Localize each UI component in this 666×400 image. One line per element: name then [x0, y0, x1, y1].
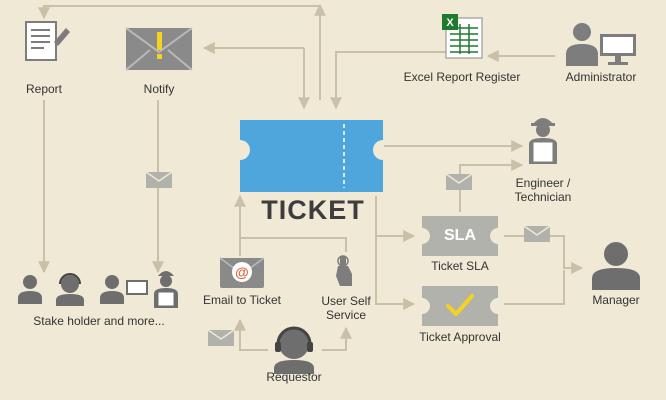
- approval-badge: [422, 286, 498, 326]
- check-icon: [446, 294, 474, 316]
- stakeholder-desk-icon: [100, 275, 148, 304]
- sla-badge: [422, 216, 498, 256]
- user-self-service-label-line2: Service: [325, 308, 366, 322]
- connectors: [38, 3, 584, 351]
- email-to-ticket-label: Email to Ticket: [202, 293, 282, 307]
- user-self-service-label-line1: User Self: [321, 294, 371, 308]
- engineer-icon: [529, 118, 557, 164]
- administrator-label: Administrator: [565, 70, 637, 84]
- self-service-hand-icon: [336, 255, 352, 286]
- document-icon: [25, 21, 70, 61]
- connector-sla-to-engineer: [459, 159, 524, 212]
- stakeholder-worker-icon: [154, 271, 178, 308]
- requestor-label: Requestor: [266, 370, 322, 384]
- ticket-title: TICKET: [261, 195, 365, 225]
- engineer-label-line1: Engineer /: [515, 176, 571, 190]
- manager-icon: [592, 242, 640, 290]
- ticket-shape: [240, 120, 383, 192]
- manager-label: Manager: [592, 293, 640, 307]
- stakeholder-headset-icon: [56, 273, 84, 306]
- notify-label: Notify: [143, 82, 175, 96]
- connector-selfservice-to-ticket: [240, 237, 347, 252]
- email-at-icon: @: [219, 257, 265, 288]
- mail-icon: [145, 171, 173, 188]
- mail-icon: [207, 329, 235, 346]
- administrator-icon: [566, 23, 636, 66]
- svg-text:X: X: [446, 17, 454, 29]
- stakeholder-icons: [18, 271, 178, 308]
- mail-icon: [523, 225, 551, 242]
- svg-text:@: @: [235, 264, 249, 280]
- requestor-headset-icon: [274, 326, 314, 374]
- sla-badge-text: SLA: [444, 227, 476, 244]
- notify-envelope-icon: [125, 27, 193, 71]
- ticket-approval-label: Ticket Approval: [419, 330, 501, 344]
- stakeholder-person-icon: [18, 275, 42, 304]
- excel-report-register-label: Excel Report Register: [403, 70, 521, 84]
- connector-approval-to-manager: [504, 270, 565, 305]
- excel-sheet-icon: X: [442, 14, 483, 59]
- ticket-sla-label: Ticket SLA: [431, 259, 489, 273]
- connector-top-to-report: [38, 5, 320, 20]
- engineer-label-line2: Technician: [514, 190, 572, 204]
- connector-ticket-to-approval: [375, 196, 416, 310]
- connector-requestor-to-email: [234, 318, 268, 351]
- mail-icon: [445, 173, 473, 190]
- report-label: Report: [25, 82, 63, 96]
- connector-excel-to-ticket: [335, 48, 453, 60]
- connector-requestor-to-selfservice: [322, 326, 352, 351]
- stakeholders-label: Stake holder and more...: [33, 314, 165, 328]
